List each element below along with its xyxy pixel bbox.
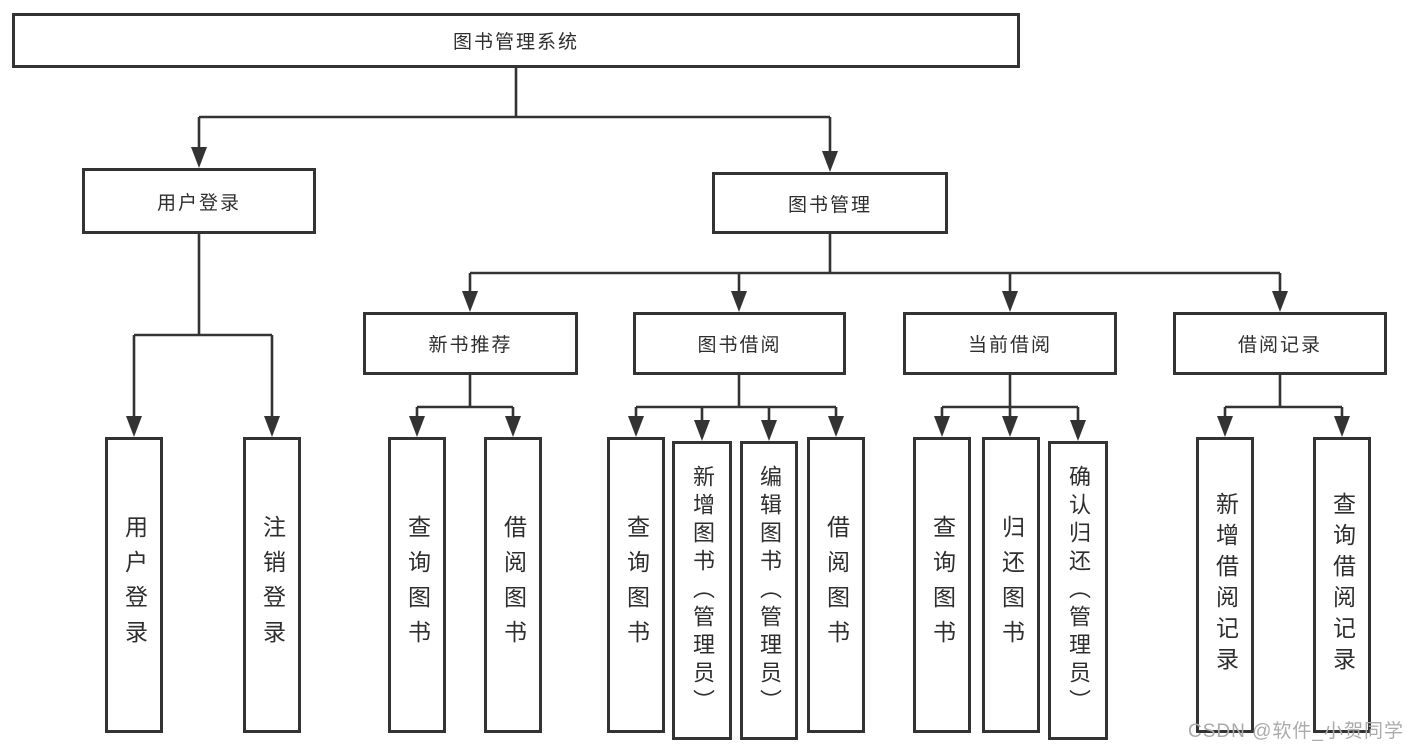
leaf-borrow-books-recommend: 借阅图书 <box>484 437 542 733</box>
node-book-management: 图书管理 <box>712 172 948 234</box>
node-borrow-records: 借阅记录 <box>1173 312 1387 375</box>
leaf-edit-book-admin: 编辑图书（管理员） <box>740 441 798 740</box>
node-library-system: 图书管理系统 <box>12 13 1020 68</box>
node-new-book-recommend: 新书推荐 <box>363 312 578 375</box>
leaf-query-borrow-record: 查询借阅记录 <box>1313 437 1371 733</box>
watermark-text: CSDN @软件_小贺同学 <box>1188 721 1404 742</box>
node-current-borrow: 当前借阅 <box>903 312 1117 375</box>
leaf-borrow-books: 借阅图书 <box>807 437 865 733</box>
leaf-add-book-admin: 新增图书（管理员） <box>672 441 732 740</box>
node-book-borrow: 图书借阅 <box>633 312 846 375</box>
leaf-query-books-borrow: 查询图书 <box>607 437 665 733</box>
leaf-query-books-recommend: 查询图书 <box>388 437 446 733</box>
leaf-user-login: 用户登录 <box>105 437 163 733</box>
leaf-add-borrow-record: 新增借阅记录 <box>1196 437 1254 733</box>
node-user-login: 用户登录 <box>82 168 316 234</box>
leaf-return-book: 归还图书 <box>982 437 1040 733</box>
leaf-logout: 注销登录 <box>243 437 301 733</box>
leaf-confirm-return-admin: 确认归还（管理员） <box>1048 441 1108 740</box>
leaf-query-books-current: 查询图书 <box>913 437 971 733</box>
